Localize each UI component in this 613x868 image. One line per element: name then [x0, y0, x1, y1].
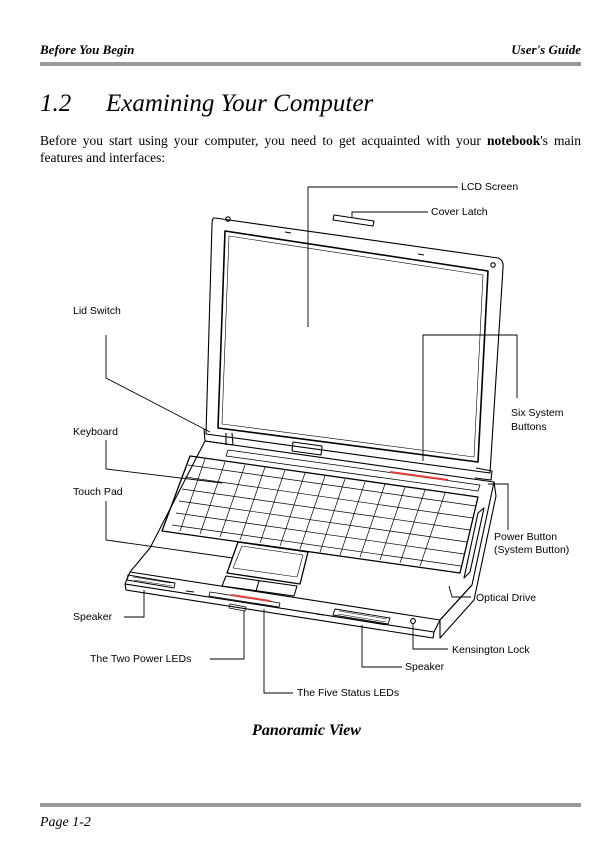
- center-hinge: [291, 441, 323, 456]
- label-five-status-leds: The Five Status LEDs: [297, 687, 399, 699]
- lcd-screen-inner: [221, 235, 484, 458]
- label-speaker-left: Speaker: [73, 611, 113, 623]
- cover-latch: [332, 214, 375, 227]
- kensington-lock-slot: [410, 618, 416, 624]
- leader-cover-latch: [351, 211, 428, 217]
- footer-rule: [40, 803, 581, 807]
- front-latches: [185, 590, 325, 616]
- laptop-drawing: [124, 214, 504, 639]
- status-leds-highlight: [230, 594, 271, 602]
- power-led-strip: [228, 603, 247, 612]
- leader-optical-drive: [448, 585, 471, 598]
- page-number: Page 1-2: [40, 815, 91, 830]
- leader-speaker-right: [361, 625, 402, 668]
- touch-pad: [226, 541, 309, 585]
- intro-bold-word: notebook: [486, 133, 541, 148]
- figure-caption: Panoramic View: [252, 722, 361, 739]
- leader-power-button: [488, 483, 509, 530]
- header-chapter: Before You Begin: [40, 42, 135, 57]
- highlight-accents: [230, 471, 449, 602]
- lid-screw-left: [225, 216, 231, 222]
- leader-touch-pad: [105, 501, 234, 559]
- section-heading: 1.2 Examining Your Computer: [40, 90, 373, 118]
- system-buttons-highlight: [389, 471, 449, 481]
- label-kensington-lock: Kensington Lock: [452, 644, 530, 656]
- label-touch-pad: Touch Pad: [73, 486, 123, 498]
- leader-status-leds: [263, 609, 293, 694]
- lid-outer: [205, 217, 504, 474]
- label-six-system-1: Six System: [511, 407, 564, 419]
- keyboard-frame: [161, 455, 479, 574]
- label-cover-latch: Cover Latch: [431, 206, 488, 218]
- label-keyboard: Keyboard: [73, 426, 118, 438]
- leader-speaker-left: [124, 590, 145, 618]
- lid-screw-right: [490, 262, 496, 268]
- leader-lid-switch: [105, 335, 211, 433]
- intro-text-before: Before you start using your computer, yo…: [40, 133, 487, 148]
- label-lid-switch: Lid Switch: [73, 305, 121, 317]
- label-six-system-2: Buttons: [511, 421, 547, 433]
- lcd-screen-panel: [217, 230, 489, 463]
- header-guide-title: User's Guide: [511, 42, 581, 57]
- header-rule: [40, 62, 581, 66]
- leader-power-leds: [210, 611, 245, 660]
- label-two-power-leds: The Two Power LEDs: [90, 653, 191, 665]
- callout-leaders: [105, 186, 518, 694]
- leader-keyboard: [105, 440, 223, 484]
- touch-pad-surface: [232, 545, 304, 578]
- label-power-button-1: Power Button: [494, 531, 557, 543]
- right-speaker-grille: [332, 608, 391, 625]
- keyboard-keys: [171, 458, 477, 567]
- right-hinge: [474, 467, 493, 481]
- right-side-panel: [439, 481, 497, 639]
- section-title: Examining Your Computer: [106, 90, 374, 117]
- intro-text-after: 's main features and interfaces:: [40, 133, 581, 165]
- leader-kensington: [412, 624, 448, 650]
- leader-lcd-screen: [307, 186, 458, 327]
- label-speaker-right: Speaker: [405, 661, 445, 673]
- touch-pad-buttons: [221, 575, 298, 597]
- leader-six-buttons: [422, 334, 518, 461]
- left-speaker-grille: [126, 574, 176, 589]
- label-lcd-screen: LCD Screen: [461, 181, 518, 193]
- section-number: 1.2: [40, 90, 72, 117]
- intro-paragraph: Before you start using your computer, yo…: [40, 132, 581, 166]
- optical-drive-slot: [463, 507, 485, 579]
- lid-bumpers: [284, 231, 425, 256]
- front-bottom-edge: [124, 583, 435, 639]
- label-optical-drive: Optical Drive: [476, 592, 536, 604]
- label-power-button-2: (System Button): [494, 544, 569, 556]
